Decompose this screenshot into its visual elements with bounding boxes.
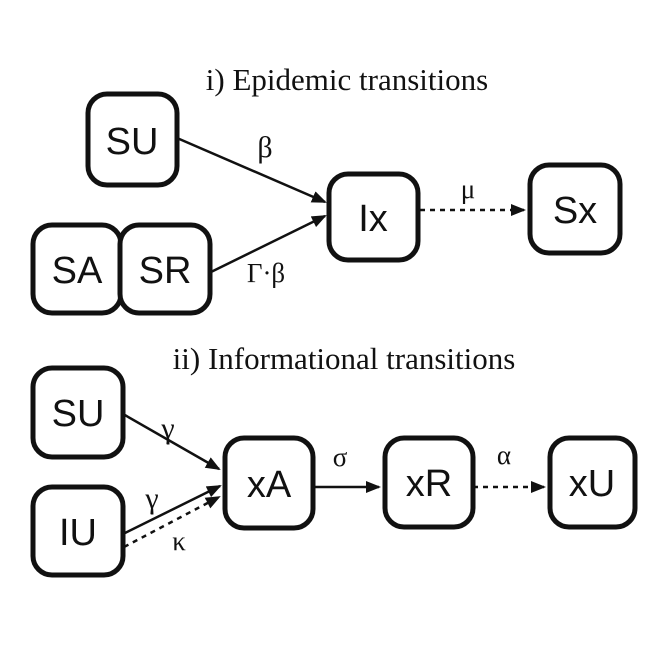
node-ix-box bbox=[326, 171, 421, 263]
node-su-informational-box bbox=[30, 365, 126, 460]
edge-sr-to-ix bbox=[210, 214, 327, 274]
edge-label-gamma-su: γ bbox=[160, 412, 174, 445]
node-sr: SR bbox=[117, 222, 213, 316]
node-xa: xA bbox=[222, 435, 316, 531]
node-xr-label: xR bbox=[406, 463, 452, 505]
node-su-epidemic: SU bbox=[85, 91, 180, 188]
node-xu-box bbox=[547, 435, 638, 530]
node-xu-label: xU bbox=[569, 463, 615, 505]
edge-label-gamma-beta: Γ·β bbox=[247, 258, 285, 288]
node-su-informational-label: SU bbox=[52, 393, 105, 435]
node-iu-label: IU bbox=[59, 512, 97, 554]
node-sa-label: SA bbox=[52, 250, 103, 292]
edge-su-to-xa bbox=[122, 412, 221, 471]
node-xu: xU bbox=[547, 435, 638, 530]
edge-label-mu: μ bbox=[461, 174, 475, 204]
node-iu-box bbox=[30, 484, 126, 578]
node-su-epidemic-box bbox=[85, 91, 180, 188]
section-informational-title: ii) Informational transitions bbox=[173, 341, 516, 376]
node-sx: Sx bbox=[527, 162, 623, 256]
edge-iu-to-xa bbox=[122, 484, 222, 536]
edge-label-alpha: α bbox=[497, 440, 511, 470]
node-ix: Ix bbox=[326, 171, 421, 263]
edge-label-sigma: σ bbox=[333, 442, 348, 472]
edge-label-gamma-iu: γ bbox=[144, 482, 158, 515]
section-informational: ii) Informational transitions γ γ κ σ α … bbox=[30, 341, 638, 578]
node-sr-label: SR bbox=[139, 250, 192, 292]
edge-label-beta: β bbox=[257, 131, 272, 164]
node-sx-box bbox=[527, 162, 623, 256]
node-sx-label: Sx bbox=[553, 190, 597, 232]
node-xa-label: xA bbox=[247, 464, 292, 506]
node-su-epidemic-label: SU bbox=[106, 121, 159, 163]
edge-su-to-ix bbox=[176, 136, 327, 204]
node-su-informational: SU bbox=[30, 365, 126, 460]
node-xr: xR bbox=[382, 435, 476, 530]
section-epidemic-title: i) Epidemic transitions bbox=[206, 62, 488, 97]
section-epidemic: i) Epidemic transitions β Γ·β μ SU SA SR bbox=[30, 62, 623, 316]
node-xa-box bbox=[222, 435, 316, 531]
node-sr-box bbox=[117, 222, 213, 316]
edge-label-kappa: κ bbox=[172, 526, 186, 556]
node-xr-box bbox=[382, 435, 476, 530]
node-sa: SA bbox=[30, 222, 124, 316]
edge-iu-to-xa-dashed bbox=[123, 495, 221, 549]
node-ix-label: Ix bbox=[358, 198, 388, 240]
node-iu: IU bbox=[30, 484, 126, 578]
